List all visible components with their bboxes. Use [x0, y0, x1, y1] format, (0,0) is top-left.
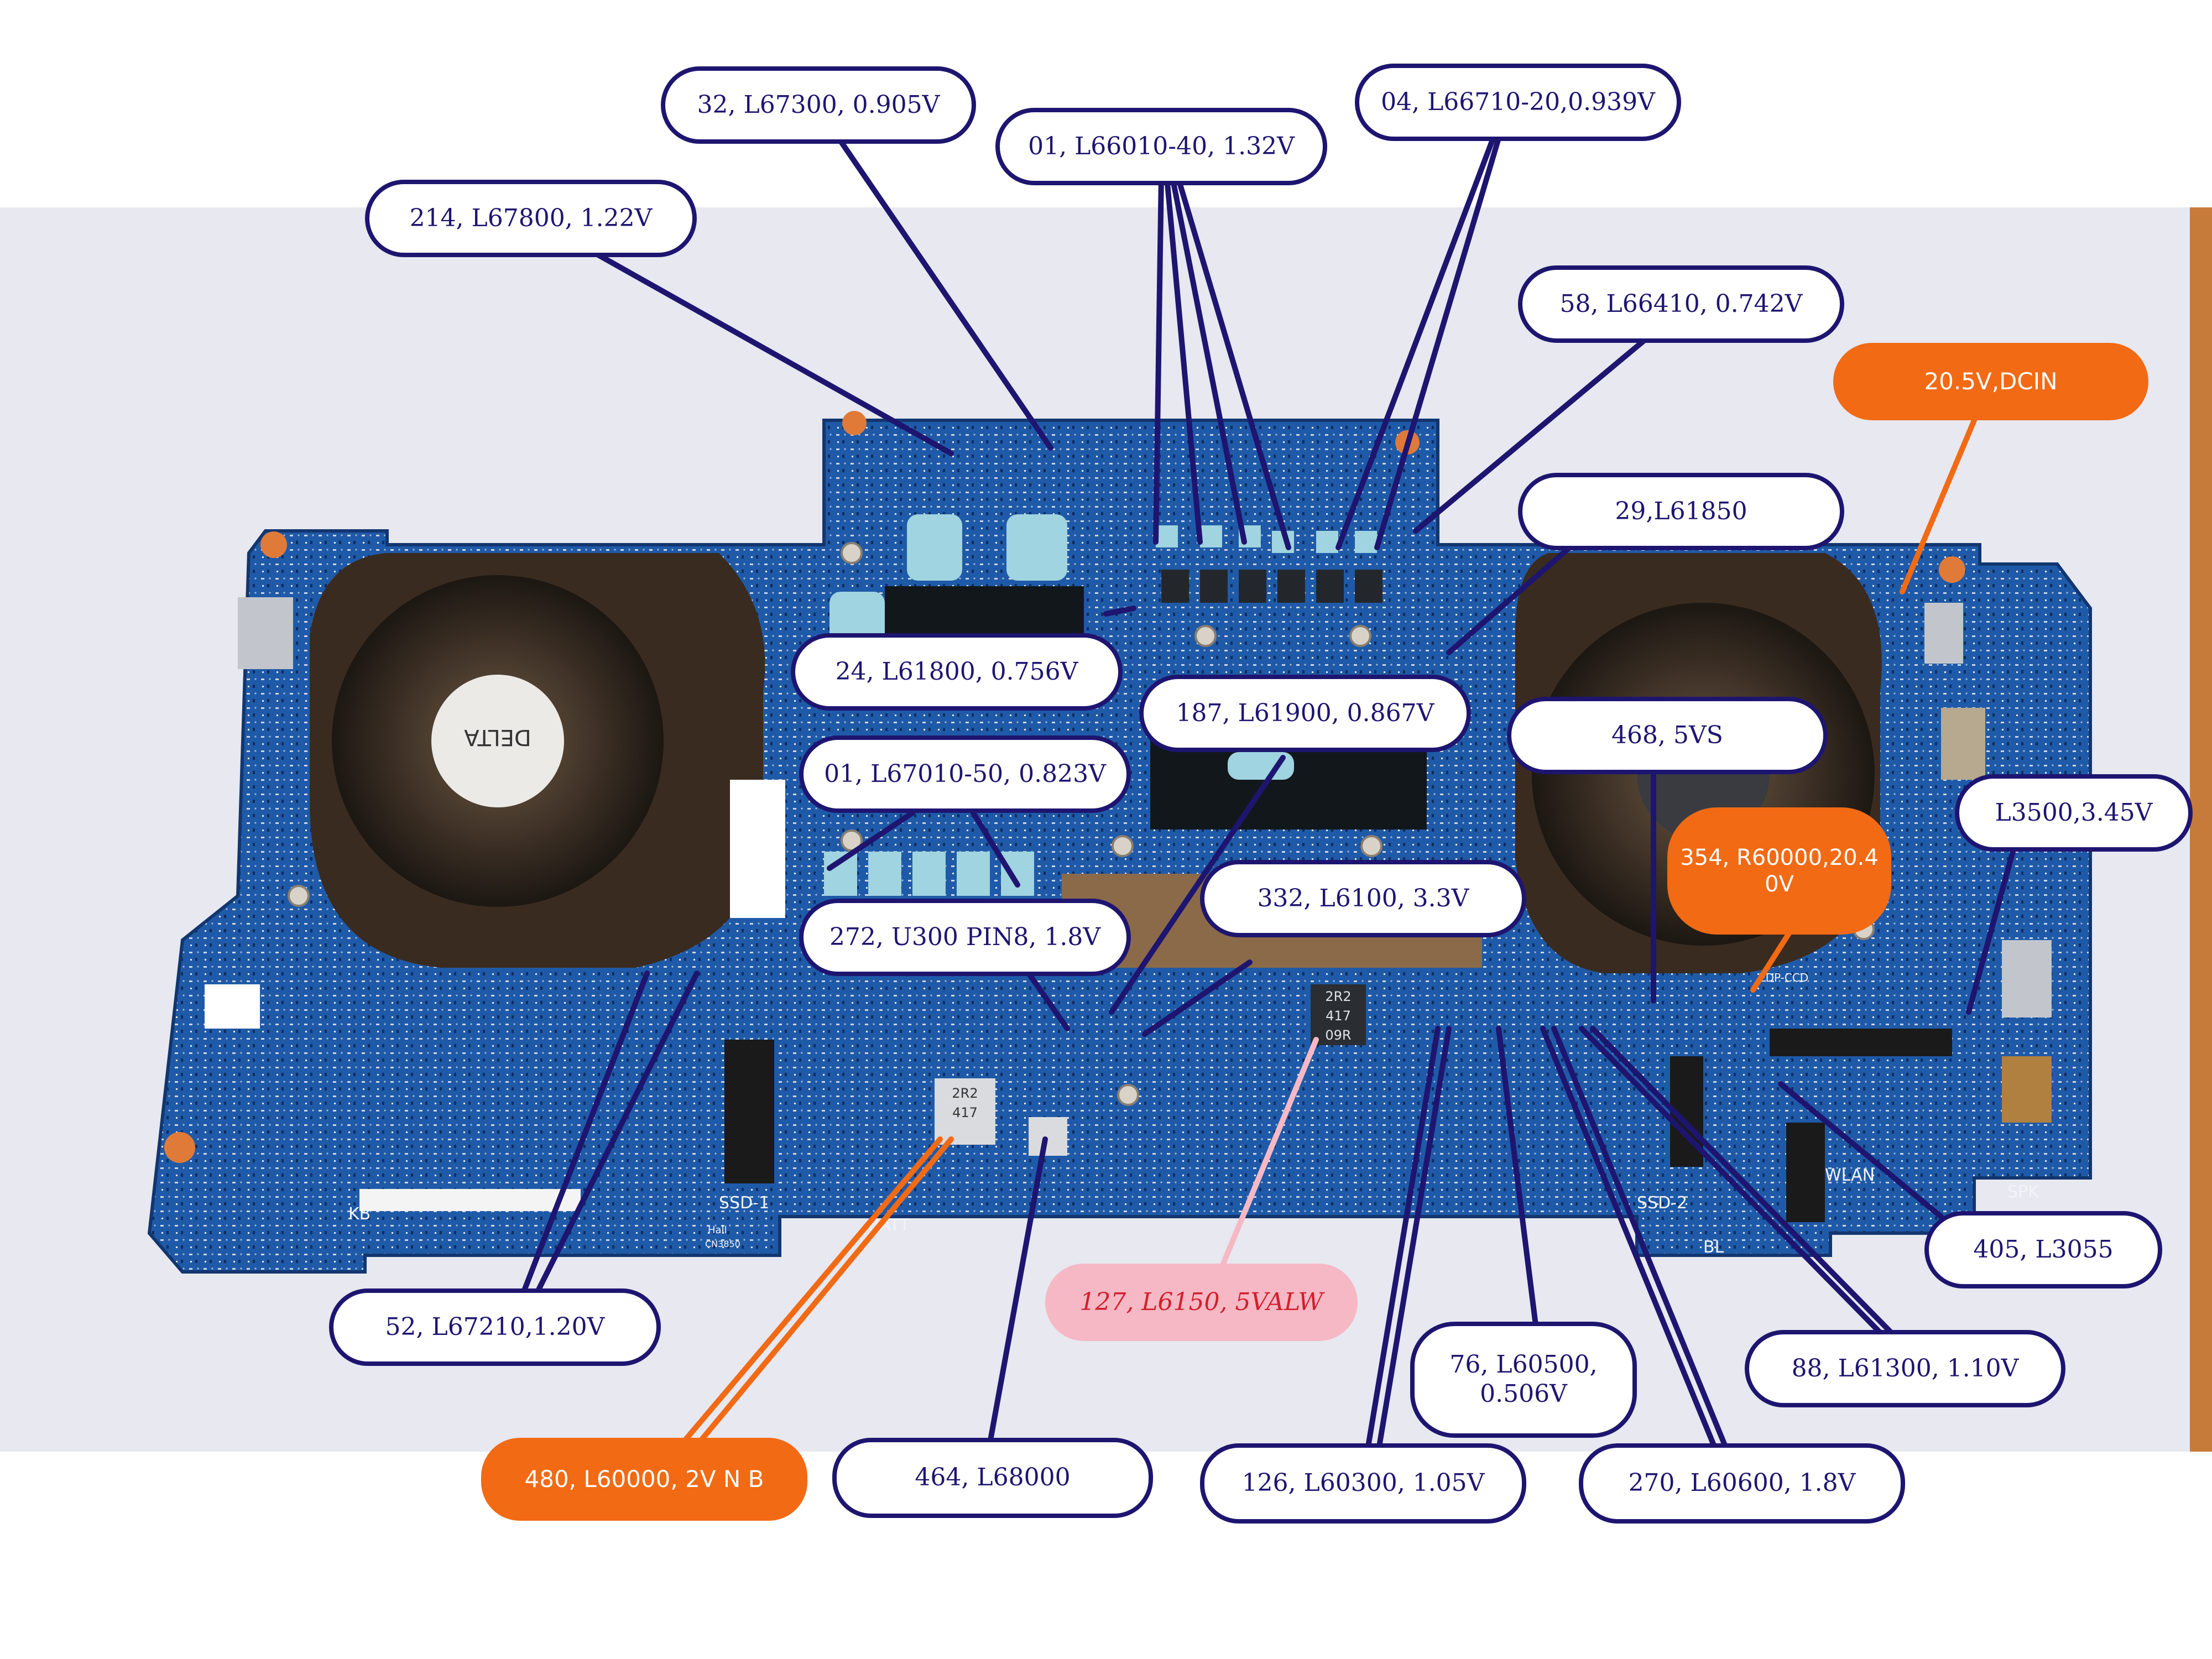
mounting-tabs — [164, 411, 1965, 1163]
label-l6100: 332, L6100, 3.3V — [1200, 860, 1526, 937]
inductor-chips: 2R2 417 09R 2R2 417 — [935, 984, 1366, 1156]
left-fan-logo: DELTA — [464, 724, 531, 750]
label-l66410: 58, L66410, 0.742V — [1518, 265, 1844, 343]
leader-l67010 — [827, 810, 1020, 888]
connectors — [205, 597, 2052, 1222]
label-l68000: 464, L68000 — [832, 1438, 1153, 1518]
leader-l66010 — [1153, 174, 1291, 550]
silkscreen: KB SSD-1 BATT Hall CN3850 SSD-2 BL WLAN … — [348, 971, 2039, 1257]
label-l67010: 01, L67010-50, 0.823V — [799, 735, 1131, 813]
label-l61850: 29,L61850 — [1518, 473, 1844, 550]
leader-l61300 — [1579, 1026, 1900, 1341]
silk-spk: SPK — [2007, 1182, 2039, 1202]
leader-l67800 — [594, 252, 954, 456]
silk-edp: EDP-CCD — [1759, 971, 1808, 984]
label-l61300: 88, L61300, 1.10V — [1745, 1330, 2065, 1407]
label-l67300: 32, L67300, 0.905V — [661, 66, 976, 144]
label-dcin: 20.5V,DCIN — [1833, 343, 2148, 420]
label-l60500: 76, L60500, 0.506V — [1410, 1322, 1637, 1438]
leader-r60000 — [1750, 926, 1794, 993]
label-l60300: 126, L60300, 1.05V — [1200, 1443, 1526, 1524]
leader-l6150 — [1219, 1037, 1319, 1269]
leader-l66710 — [1335, 135, 1501, 550]
svg-text:417: 417 — [952, 1105, 978, 1120]
leader-l60500 — [1496, 1026, 1540, 1341]
svg-text:2R2: 2R2 — [1325, 989, 1351, 1004]
label-5vs: 468, 5VS — [1507, 697, 1828, 774]
leader-l61900 — [1109, 755, 1286, 1015]
label-r60000: 354, R60000,20.4 0V — [1667, 807, 1891, 935]
right-edge-shadow — [2190, 207, 2212, 1452]
label-l66010: 01, L66010-40, 1.32V — [995, 108, 1327, 185]
leader-l60000 — [661, 1136, 954, 1468]
orange-leaders — [661, 418, 1977, 1468]
pink-leaders — [1219, 1037, 1319, 1269]
leader-l6100 — [1142, 959, 1253, 1037]
leader-l67300 — [838, 138, 1053, 451]
svg-text:417: 417 — [1326, 1008, 1351, 1024]
label-l60600: 270, L60600, 1.8V — [1579, 1443, 1905, 1524]
svg-text:09R: 09R — [1325, 1027, 1351, 1043]
leader-l60300 — [1363, 1026, 1452, 1463]
silk-hall: Hall — [708, 1224, 727, 1236]
silk-ssd2: SSD-2 — [1637, 1193, 1687, 1213]
leader-l61800 — [1103, 606, 1136, 617]
leader-l60600 — [1540, 1026, 1734, 1463]
leader-u300 — [1026, 971, 1070, 1031]
label-l6150: 127, L6150, 5VALW — [1045, 1264, 1358, 1341]
leader-l67210 — [512, 971, 700, 1319]
label-l61800: 24, L61800, 0.756V — [791, 633, 1123, 711]
leader-l3500 — [1966, 849, 2016, 1015]
leader-lines — [512, 135, 2016, 1463]
label-l66710: 04, L66710-20,0.939V — [1355, 64, 1681, 141]
label-l60000: 480, L60000, 2V N B — [481, 1438, 807, 1521]
svg-text:2R2: 2R2 — [952, 1086, 978, 1101]
leader-l68000 — [987, 1136, 1048, 1446]
left-fan-hub — [431, 675, 564, 807]
silk-bl: BL — [1703, 1238, 1724, 1257]
leader-l3055 — [1778, 1081, 1944, 1219]
inductors — [1161, 570, 1383, 603]
label-l61900: 187, L61900, 0.867V — [1139, 675, 1471, 752]
silk-ssd1: SSD-1 — [719, 1193, 769, 1213]
label-l67800: 214, L67800, 1.22V — [365, 180, 697, 257]
label-l3055: 405, L3055 — [1924, 1211, 2162, 1288]
silk-wlan: WLAN — [1825, 1166, 1875, 1185]
label-l67210: 52, L67210,1.20V — [329, 1288, 661, 1366]
leader-l61850 — [1446, 539, 1579, 655]
leader-l66410 — [1413, 335, 1651, 534]
label-l3500: L3500,3.45V — [1955, 774, 2193, 852]
label-u300: 272, U300 PIN8, 1.8V — [799, 899, 1131, 976]
silk-kb: KB — [348, 1204, 371, 1224]
leader-dcin — [1900, 418, 1977, 594]
silk-cn3850: CN3850 — [705, 1239, 740, 1249]
